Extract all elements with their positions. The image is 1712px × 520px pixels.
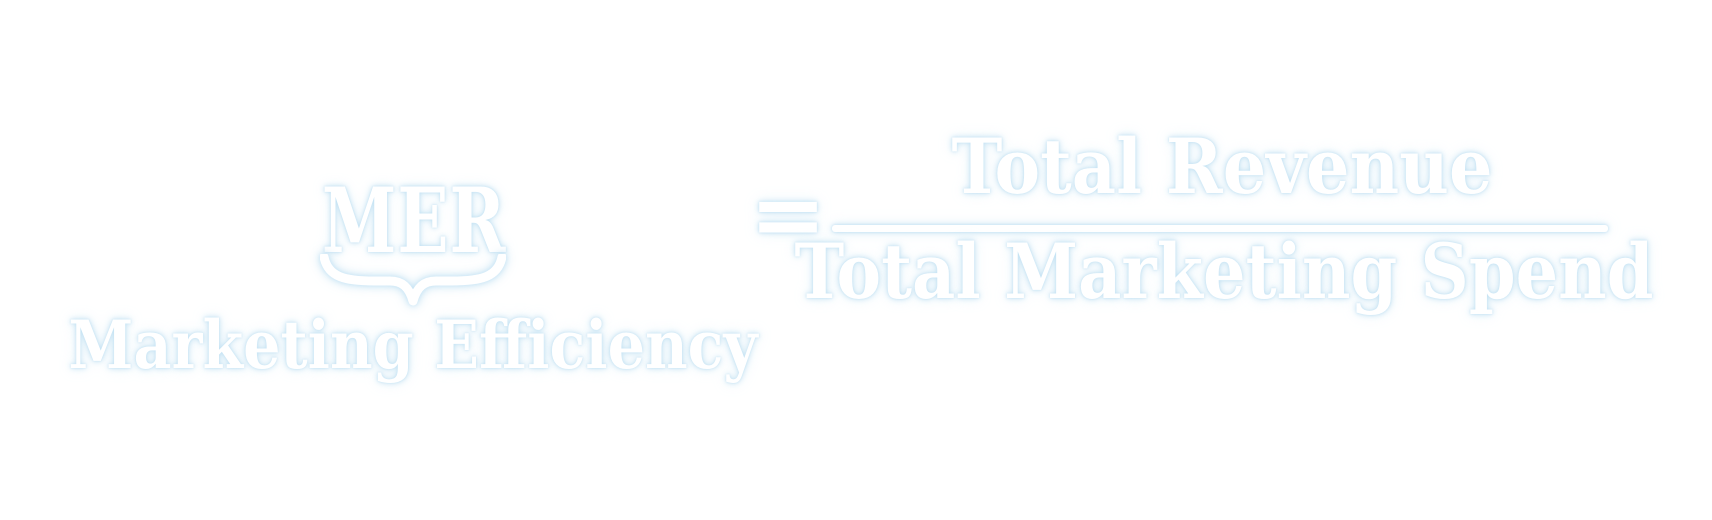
mer-acronym-text: MER bbox=[321, 168, 507, 274]
fraction-denominator-text: Total Marketing Spend bbox=[794, 227, 1654, 316]
mer-caption-text: Marketing Efficiency bbox=[68, 306, 758, 384]
fraction-bar bbox=[832, 225, 1608, 232]
underbrace-icon bbox=[320, 254, 506, 306]
fraction-numerator-text: Total Revenue bbox=[951, 122, 1493, 211]
equals-sign: = bbox=[749, 160, 827, 268]
